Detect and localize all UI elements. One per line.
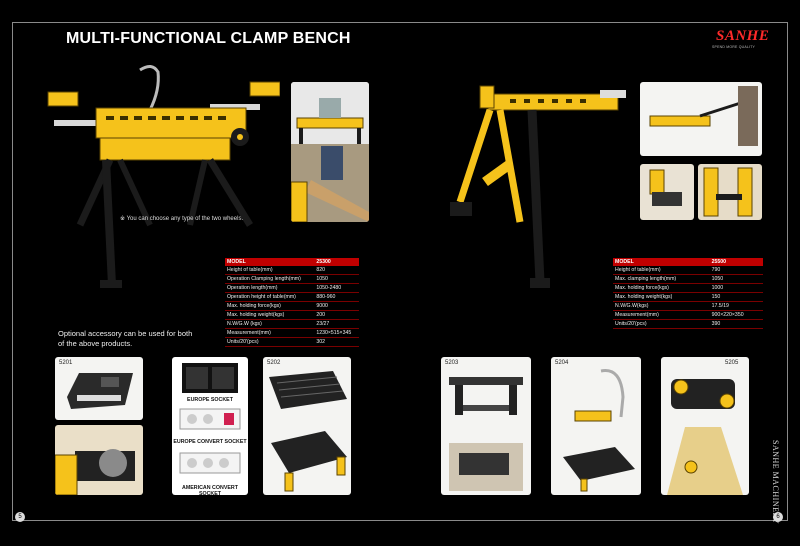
accessory-code-5202: 5202 (267, 360, 281, 366)
frame-bottom-line (12, 520, 788, 521)
socket-panel: EUROPE SOCKET EUROPE CONVERT SOCKET AMER… (172, 357, 248, 495)
spec-label: Operation height of table(mm) (225, 292, 315, 302)
accessory-intro: Optional accessory can be used for both … (58, 329, 193, 348)
spec-row: N.W/G.W (kgs)23/27 (225, 319, 359, 329)
wheel-note: ※ You can choose any type of the two whe… (120, 216, 244, 222)
spec-row: Max. holding force(kgs)9000 (225, 301, 359, 311)
spec-value: 790 (709, 266, 763, 275)
spec-label: Max. holding weight(kgs) (613, 292, 710, 302)
accessory-code-5203: 5203 (445, 360, 459, 366)
spec-label: N.W/G.W(kgs) (613, 301, 710, 311)
accessory-5204-photo: 5204 (551, 357, 641, 495)
accessory-5203-photo: 5203 (441, 357, 531, 495)
bench-clamping-photo (640, 82, 762, 156)
europe-socket-label: EUROPE SOCKET (187, 397, 233, 403)
spec-label: Measurement(mm) (225, 328, 315, 338)
spec-value: 390 (709, 319, 763, 329)
spec-label: Height of table(mm) (225, 266, 315, 275)
spec-label: Operation Clamping length(mm) (225, 274, 315, 284)
spec-row: Height of table(mm)820 (225, 266, 359, 275)
accessory-code-5205: 5205 (725, 360, 739, 366)
spec-label: MODEL (225, 258, 315, 266)
accessory-code-5201: 5201 (59, 360, 73, 366)
spec-label: Max. holding force(kgs) (225, 301, 315, 311)
spec-label: MODEL (613, 258, 710, 266)
page-frame (12, 22, 787, 521)
spec-value: 200 (314, 310, 359, 320)
side-brand-text: SANHE MACHINERY (771, 440, 780, 525)
spec-value: 23/27 (314, 319, 359, 329)
spec-row: Measurement(mm)900×220×350 (613, 310, 763, 320)
accessory-5201-photo-bottom (55, 425, 143, 495)
accessory-code-5204: 5204 (555, 360, 569, 366)
spec-row: Height of table(mm)790 (613, 266, 763, 275)
spec-label: Measurement(mm) (613, 310, 710, 320)
spec-label: Max. clamping length(mm) (613, 274, 710, 284)
bench-joint-photo (698, 164, 762, 220)
spec-value: 17.5/19 (709, 301, 763, 311)
spec-value: 25500 (709, 258, 763, 266)
spec-row: Measurement(mm)1230×515×345 (225, 328, 359, 338)
spec-row: Units/20'(pcs)390 (613, 319, 763, 329)
spec-value: 1230×515×345 (314, 328, 359, 338)
brand-name: SANHE (716, 28, 770, 44)
spec-value: 1050-2480 (314, 283, 359, 293)
spec-row: Max. holding force(kgs)1000 (613, 283, 763, 293)
accessory-5202-photo: 5202 (263, 357, 351, 495)
spec-row: N.W/G.W(kgs)17.5/19 (613, 301, 763, 311)
bench-in-use-photo (291, 82, 369, 222)
american-convert-socket-label: AMERICAN CONVERT SOCKET (182, 485, 238, 495)
spec-value: 1050 (709, 274, 763, 284)
spec-row: Max. holding weight(kgs)150 (613, 292, 763, 302)
accessory-5205-photo: 5205 (661, 357, 749, 495)
spec-label: Units/20'(pcs) (613, 319, 710, 329)
spec-label: Operation length(mm) (225, 283, 315, 293)
page-number-right: 6 (773, 512, 783, 522)
spec-value: 880-960 (314, 292, 359, 302)
page-title: MULTI-FUNCTIONAL CLAMP BENCH (66, 30, 351, 47)
spec-row: Operation height of table(mm)880-960 (225, 292, 359, 302)
bench-foot-photo (640, 164, 694, 220)
spec-value: 1050 (314, 274, 359, 284)
spec-label: Height of table(mm) (613, 266, 710, 275)
spec-value: 9000 (314, 301, 359, 311)
spec-row: Max. holding weight(kgs)200 (225, 310, 359, 320)
spec-label: N.W/G.W (kgs) (225, 319, 315, 329)
spec-value: 25300 (314, 258, 359, 266)
spec-value: 302 (314, 337, 359, 347)
spec-row: Operation length(mm)1050-2480 (225, 283, 359, 293)
clamp-bench-25300-image (47, 65, 280, 288)
brand-logo: SANHE (716, 27, 778, 45)
spec-value: 1000 (709, 283, 763, 293)
frame-right-line (787, 22, 788, 521)
spec-row: Units/20'(pcs)302 (225, 337, 359, 347)
spec-label: Max. holding weight(kgs) (225, 310, 315, 320)
clamp-bench-25500-image (450, 85, 626, 288)
spec-label: Max. holding force(kgs) (613, 283, 710, 293)
spec-value: 900×220×350 (709, 310, 763, 320)
spec-label: Units/20'(pcs) (225, 337, 315, 347)
europe-convert-socket-label: EUROPE CONVERT SOCKET (173, 439, 247, 445)
spec-row: Operation Clamping length(mm)1050 (225, 274, 359, 284)
spec-value: 150 (709, 292, 763, 302)
page-number-left: 5 (15, 512, 25, 522)
spec-value: 820 (314, 266, 359, 275)
spec-row: Max. clamping length(mm)1050 (613, 274, 763, 284)
brand-tagline: SPEND MORE QUALITY (712, 45, 756, 49)
accessory-5201-photo-top: 5201 (55, 357, 143, 420)
